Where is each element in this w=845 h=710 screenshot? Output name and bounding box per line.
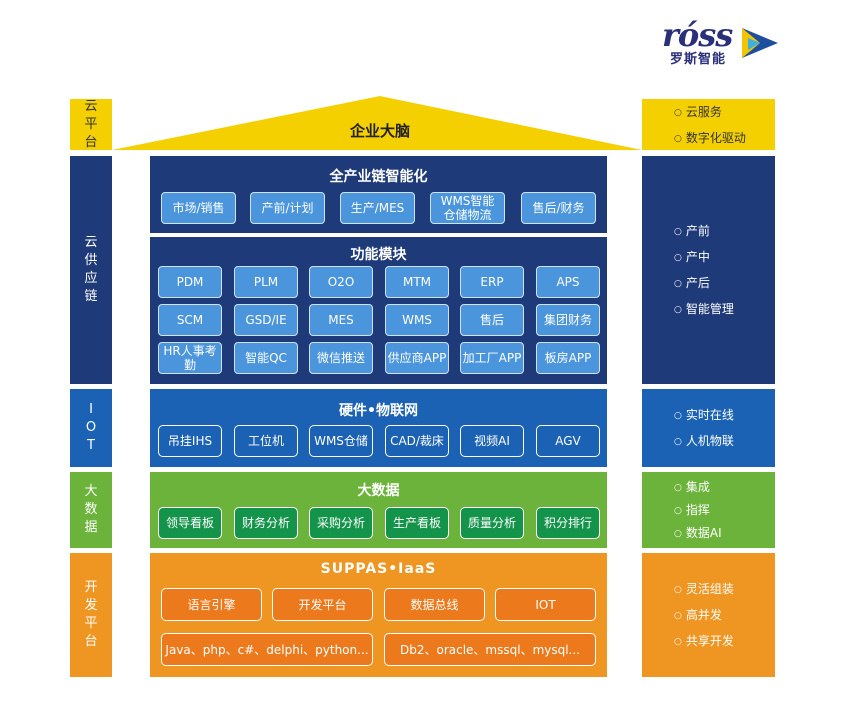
roof-triangle — [112, 96, 642, 150]
right-item: 指挥 — [674, 499, 775, 522]
left-label-cloud-supply-chain: 云供应链 — [70, 156, 112, 384]
module-chip: 售后 — [460, 304, 524, 336]
industry-chain-block: 全产业链智能化 市场/销售 产前/计划 生产/MES WMS智能 仓储物流 售后… — [150, 156, 607, 233]
module-chip: 集团财务 — [536, 304, 600, 336]
module-chip: PLM — [234, 266, 298, 298]
right-item: 产中 — [674, 244, 775, 270]
big-data-label: 大数据 — [84, 484, 98, 535]
iot-chip: AGV — [536, 425, 600, 457]
module-chip: ERP — [460, 266, 524, 298]
right-item: 实时在线 — [674, 402, 775, 428]
module-chip: 供应商APP — [385, 342, 449, 374]
module-chip: GSD/IE — [234, 304, 298, 336]
iaas-chip: IOT — [495, 588, 596, 621]
logo-mark-icon — [742, 28, 778, 58]
industry-chain-item: 生产/MES — [340, 192, 415, 224]
right-panel-dev: 灵活组装 高并发 共享开发 — [642, 553, 775, 677]
module-chip: 板房APP — [536, 342, 600, 374]
right-item: 人机物联 — [674, 428, 775, 454]
right-item: 灵活组装 — [674, 576, 775, 602]
right-panel-iot: 实时在线 人机物联 — [642, 389, 775, 467]
module-chip: SCM — [158, 304, 222, 336]
right-item: 共享开发 — [674, 628, 775, 654]
ross-logo: róss 罗斯智能 — [662, 16, 782, 67]
module-chip: MTM — [385, 266, 449, 298]
right-item: 智能管理 — [674, 296, 775, 322]
right-item: 产后 — [674, 270, 775, 296]
left-label-big-data: 大数据 — [70, 472, 112, 548]
bigdata-chip: 领导看板 — [158, 507, 222, 539]
right-panel-cloud: 云服务 数字化驱动 — [642, 99, 775, 150]
module-chip: 智能QC — [234, 342, 298, 374]
iaas-chip: 语言引擎 — [161, 588, 262, 621]
industry-chain-item: 产前/计划 — [250, 192, 325, 224]
right-item: 高并发 — [674, 602, 775, 628]
cloud-supply-chain-label: 云供应链 — [84, 235, 98, 304]
module-chip: O2O — [309, 266, 373, 298]
iot-chip: CAD/裁床 — [385, 425, 449, 457]
iot-label: IOT — [85, 402, 97, 453]
iaas-block: SUPPAS•IaaS 语言引擎 开发平台 数据总线 IOT Java、php、… — [150, 553, 607, 677]
module-chip: MES — [309, 304, 373, 336]
right-item: 数字化驱动 — [674, 125, 775, 151]
iot-chip: 吊挂IHS — [158, 425, 222, 457]
industry-chain-title: 全产业链智能化 — [329, 169, 428, 185]
iaas-chip: 开发平台 — [272, 588, 373, 621]
iot-chip: WMS仓储 — [309, 425, 373, 457]
logo-subtitle: 罗斯智能 — [670, 52, 727, 67]
iaas-database-chip: Db2、oracle、mssql、mysql... — [384, 633, 596, 666]
bigdata-chip: 质量分析 — [460, 507, 524, 539]
bigdata-title: 大数据 — [357, 483, 400, 499]
dev-platform-label: 开发平台 — [84, 580, 98, 649]
module-chip: HR人事考勤 — [158, 342, 222, 374]
right-item: 云服务 — [674, 99, 775, 125]
bigdata-chip: 采购分析 — [309, 507, 373, 539]
logo-text: róss — [662, 16, 733, 54]
bigdata-block: 大数据 领导看板 财务分析 采购分析 生产看板 质量分析 积分排行 — [150, 472, 607, 548]
module-chip: APS — [536, 266, 600, 298]
iot-chip: 工位机 — [234, 425, 298, 457]
module-chip: 加工厂APP — [460, 342, 524, 374]
right-panel-data: 集成 指挥 数据AI — [642, 472, 775, 548]
industry-chain-item: 市场/销售 — [161, 192, 236, 224]
right-item: 集成 — [674, 476, 775, 499]
iot-chip: 视频AI — [460, 425, 524, 457]
industry-chain-item: WMS智能 仓储物流 — [430, 192, 505, 224]
iot-block: 硬件•物联网 吊挂IHS 工位机 WMS仓储 CAD/裁床 视频AI AGV — [150, 389, 607, 467]
right-item: 产前 — [674, 218, 775, 244]
module-chip: WMS — [385, 304, 449, 336]
module-chip: PDM — [158, 266, 222, 298]
iaas-language-chip: Java、php、c#、delphi、python... — [161, 633, 373, 666]
bigdata-chip: 生产看板 — [385, 507, 449, 539]
roof-title: 企业大脑 — [349, 122, 410, 140]
modules-block: 功能模块 PDM PLM O2O MTM ERP APS SCM GSD/IE … — [150, 237, 607, 384]
iot-title: 硬件•物联网 — [339, 403, 418, 419]
industry-chain-item: 售后/财务 — [521, 192, 596, 224]
cloud-platform-label: 云平台 — [84, 98, 98, 150]
left-label-dev-platform: 开发平台 — [70, 553, 112, 677]
right-panel-supply: 产前 产中 产后 智能管理 — [642, 156, 775, 384]
left-label-cloud-platform: 云平台 — [70, 99, 112, 150]
bigdata-chip: 财务分析 — [234, 507, 298, 539]
modules-title: 功能模块 — [350, 247, 407, 263]
left-label-iot: IOT — [70, 389, 112, 467]
iaas-title: SUPPAS•IaaS — [320, 561, 437, 577]
iaas-chip: 数据总线 — [384, 588, 485, 621]
bigdata-chip: 积分排行 — [536, 507, 600, 539]
module-chip: 微信推送 — [309, 342, 373, 374]
right-item: 数据AI — [674, 522, 775, 545]
